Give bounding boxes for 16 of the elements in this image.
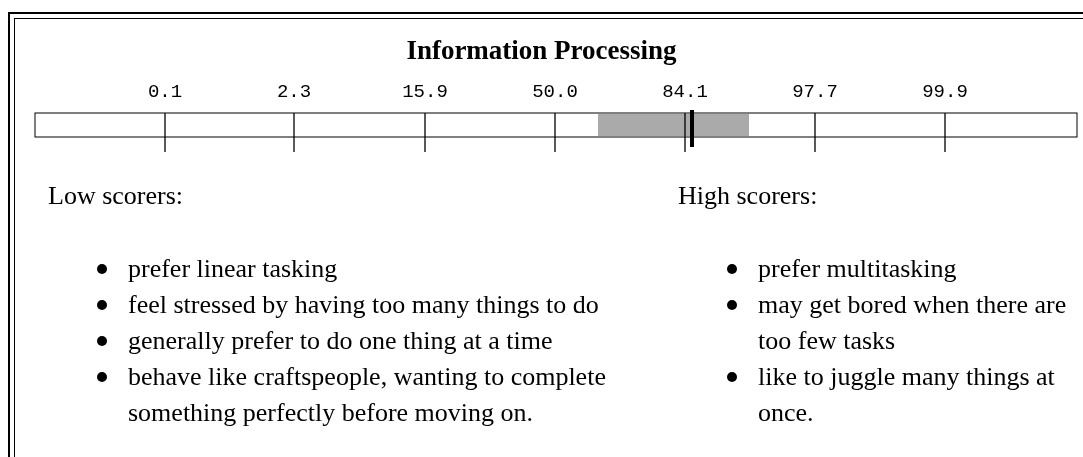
tick-label: 84.1 bbox=[662, 81, 708, 103]
tick-label: 99.9 bbox=[922, 81, 968, 103]
tick-label: 97.7 bbox=[792, 81, 838, 103]
tick-label: 2.3 bbox=[276, 81, 312, 103]
bullet-item: prefer multitasking bbox=[758, 254, 957, 283]
column-heading: Low scorers: bbox=[48, 180, 183, 212]
bullet-item: feel stressed by having too many things to do bbox=[128, 290, 599, 319]
bullet-item: prefer linear tasking bbox=[128, 254, 338, 283]
title: Information Processing bbox=[405, 34, 678, 66]
column-heading: High scorers: bbox=[678, 180, 818, 212]
tick-label: 50.0 bbox=[532, 81, 578, 103]
tick-label: 15.9 bbox=[402, 81, 448, 103]
tick-label: 0.1 bbox=[147, 81, 183, 103]
bullet-item: generally prefer to do one thing at a time bbox=[128, 326, 553, 355]
bullet-item: like to juggle many things at once. bbox=[758, 362, 1055, 427]
bullet-item: behave like craftspeople, wanting to complete something perfectly before moving on. bbox=[128, 362, 606, 427]
